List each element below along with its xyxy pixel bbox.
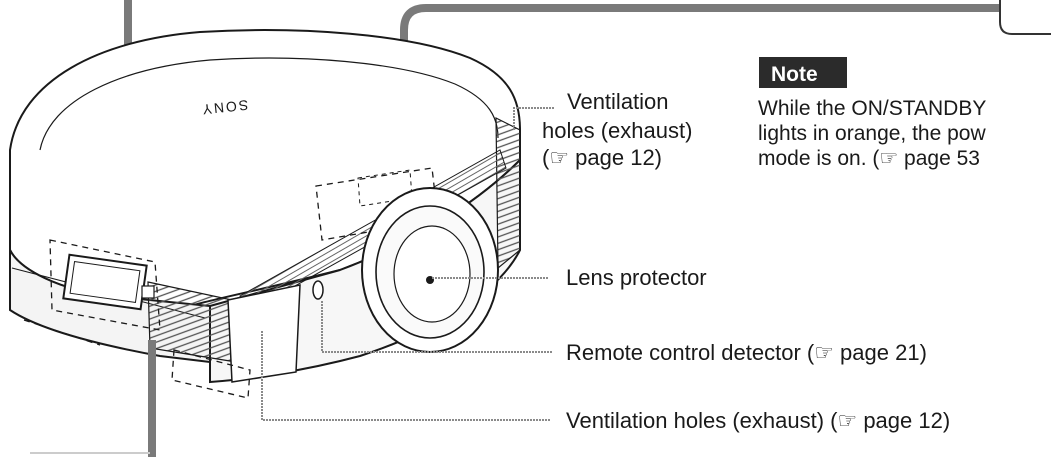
callout-lens-protector: Lens protector <box>566 265 707 290</box>
note-line-1: While the ON/STANDBY <box>758 97 986 120</box>
leader-lines <box>261 107 554 421</box>
vent-top-line-3: (☞ page 12) <box>542 145 662 170</box>
note-line-3: mode is on. (☞ page 53 <box>758 147 980 170</box>
control-panel-inner <box>69 260 141 304</box>
side-vent-grille <box>495 117 521 270</box>
callout-vent-bottom: Ventilation holes (exhaust) (☞ page 12) <box>566 408 950 433</box>
top-panel-edge <box>39 57 499 151</box>
callout-vent-top: Ventilation holes (exhaust) (☞ page 12) <box>542 89 692 170</box>
projector-body: SONY <box>9 29 521 399</box>
vent-top-line-2: holes (exhaust) <box>542 118 692 143</box>
note-heading: Note <box>771 63 818 86</box>
rear-connector-bar <box>400 4 1000 155</box>
frame-corner <box>999 0 1051 35</box>
side-dashed-line <box>23 319 101 346</box>
lower-vertical-bar <box>148 340 156 457</box>
lens-protector-disc <box>393 225 471 323</box>
front-bezel <box>227 284 301 383</box>
callout-remote-detector: Remote control detector (☞ page 21) <box>566 340 927 365</box>
rear-panel-dashed <box>49 239 161 331</box>
leader-vent-bottom <box>261 330 550 421</box>
vent-top-line-1: Ventilation <box>567 89 669 114</box>
note-section: Note While the ON/STANDBY lights in oran… <box>758 57 986 170</box>
control-panel <box>62 253 148 311</box>
remote-detector-window <box>312 280 324 300</box>
status-indicator <box>141 285 155 299</box>
brand-label: SONY <box>200 97 249 118</box>
leader-remote <box>321 300 552 353</box>
note-heading-bg <box>759 57 847 88</box>
note-line-2: lights in orange, the pow <box>758 122 986 145</box>
leader-vent-top <box>513 107 554 130</box>
